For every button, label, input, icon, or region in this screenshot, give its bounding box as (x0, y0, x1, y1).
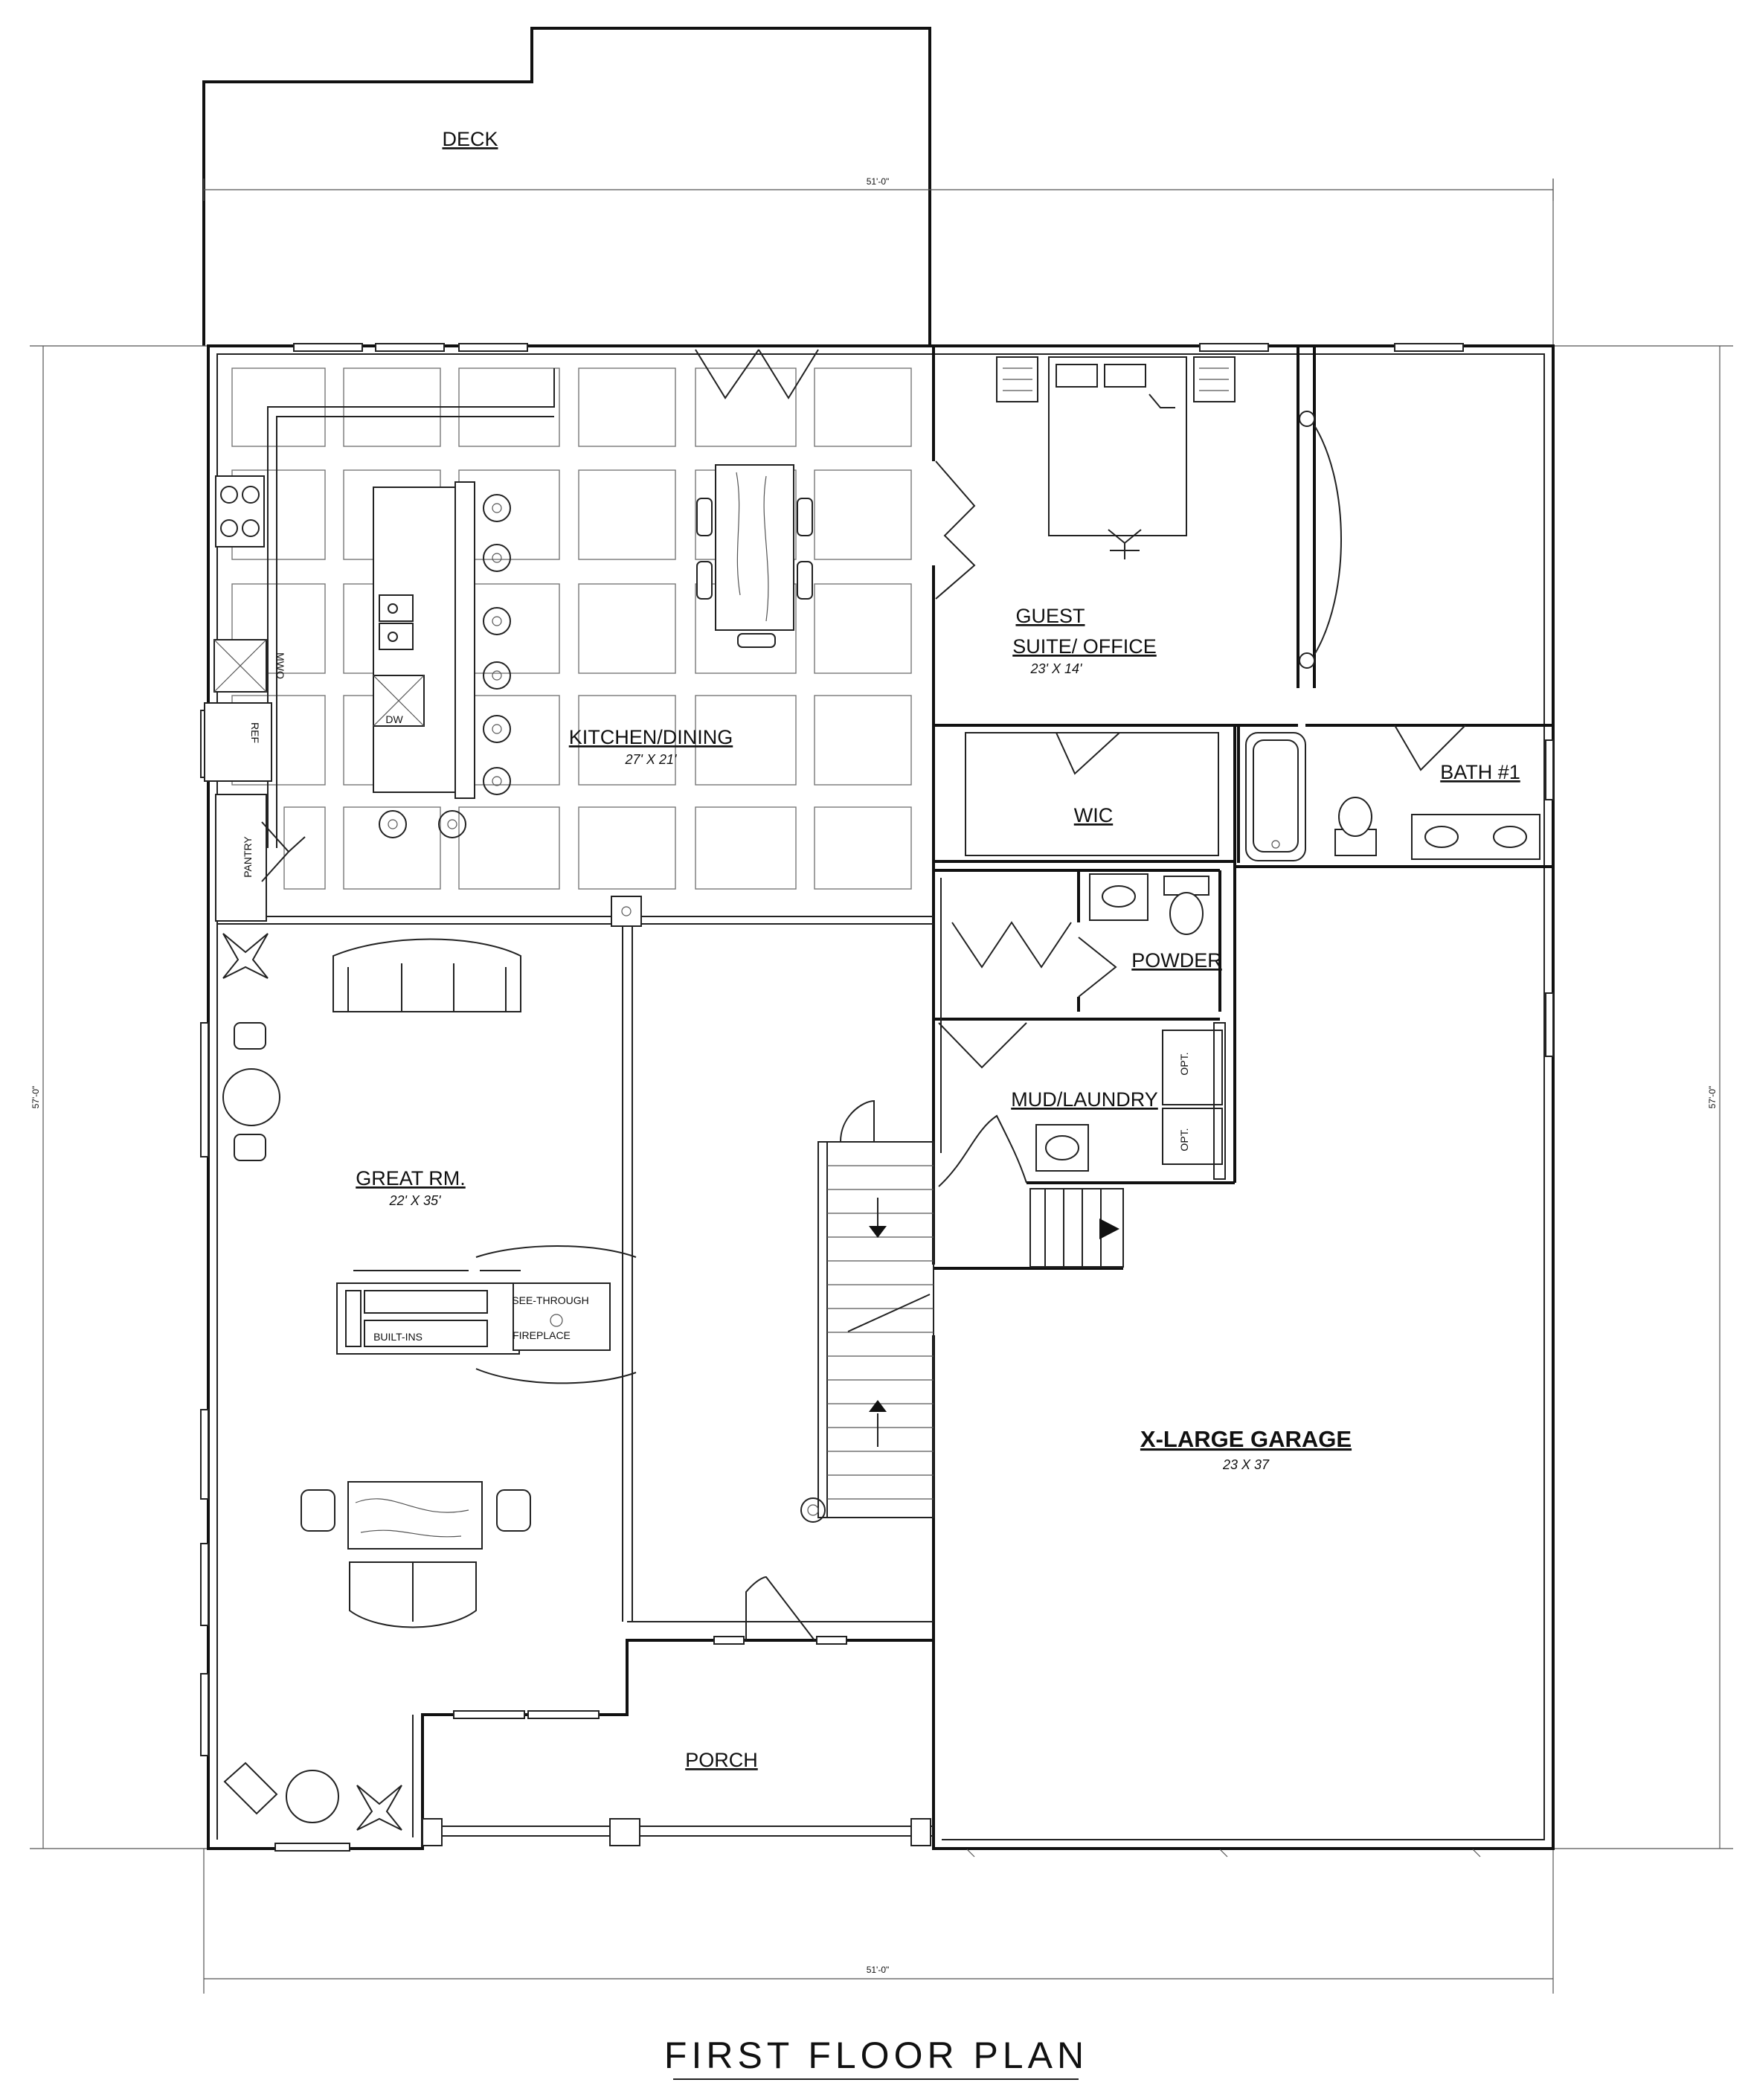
wic-shelving (965, 732, 1219, 856)
mud-laundry-label: MUD/LAUNDRY (1011, 1088, 1158, 1111)
kitchen-counters: MWO REF PANTRY DW (204, 368, 555, 922)
builtins-label: BUILT-INS (373, 1331, 423, 1343)
dishwasher-label: DW (385, 713, 403, 725)
powder-label: POWDER (1131, 949, 1222, 972)
interior-walls (217, 346, 1553, 1640)
opt-label-1: OPT. (1178, 1052, 1190, 1075)
powder-fixtures (951, 873, 1209, 998)
garage-label: X-LARGE GARAGE (1140, 1426, 1352, 1452)
opt-label-2: OPT. (1178, 1128, 1190, 1151)
bath-label: BATH #1 (1440, 761, 1520, 783)
pantry-label: PANTRY (242, 836, 254, 878)
bottom-overall-dimension: 51'-0" (867, 1965, 890, 1975)
bath-fixtures (1245, 725, 1540, 861)
kitchen-dining-size: 27' X 21' (625, 752, 677, 767)
microwave-label: MWO (274, 652, 286, 679)
fireplace-label-line2: FIREPLACE (513, 1329, 571, 1341)
great-room-furniture: BUILT-INS SEE-THROUGH FIREPLACE (222, 933, 637, 1831)
great-room-size: 22' X 35' (389, 1193, 441, 1208)
guest-suite-furniture (935, 356, 1342, 669)
dining-table (696, 464, 813, 648)
garage-size: 23 X 37 (1222, 1457, 1270, 1472)
guest-suite-size: 23' X 14' (1030, 661, 1082, 676)
right-overall-dimension: 57'-0" (1707, 1086, 1718, 1109)
refrigerator-label: REF (249, 722, 261, 743)
great-room-label: GREAT RM. (356, 1167, 466, 1189)
main-stair (800, 1099, 934, 1523)
kitchen-floor-grid (231, 367, 912, 890)
bar-stools (379, 494, 511, 838)
deck-label: DECK (442, 128, 498, 150)
deck: DECK (202, 27, 931, 346)
drawing-title: FIRST FLOOR PLAN (664, 2035, 1088, 2076)
wic-label: WIC (1074, 804, 1113, 826)
kitchen-dining-label: KITCHEN/DINING (569, 726, 733, 748)
top-overall-dimension: 51'-0" (867, 176, 890, 187)
dimension-lines (30, 179, 1733, 1994)
guest-suite-label-line1: GUEST (1015, 605, 1085, 627)
fireplace-label-line1: SEE-THROUGH (512, 1294, 588, 1306)
front-door (713, 1576, 847, 1645)
porch-label: PORCH (685, 1749, 758, 1771)
exterior-walls (200, 343, 1555, 1857)
deck-french-doors (695, 349, 819, 399)
left-overall-dimension: 57'-0" (30, 1086, 41, 1109)
guest-suite-label-line2: SUITE/ OFFICE (1012, 635, 1157, 658)
mud-laundry-fixtures: OPT. OPT. (938, 1022, 1226, 1268)
